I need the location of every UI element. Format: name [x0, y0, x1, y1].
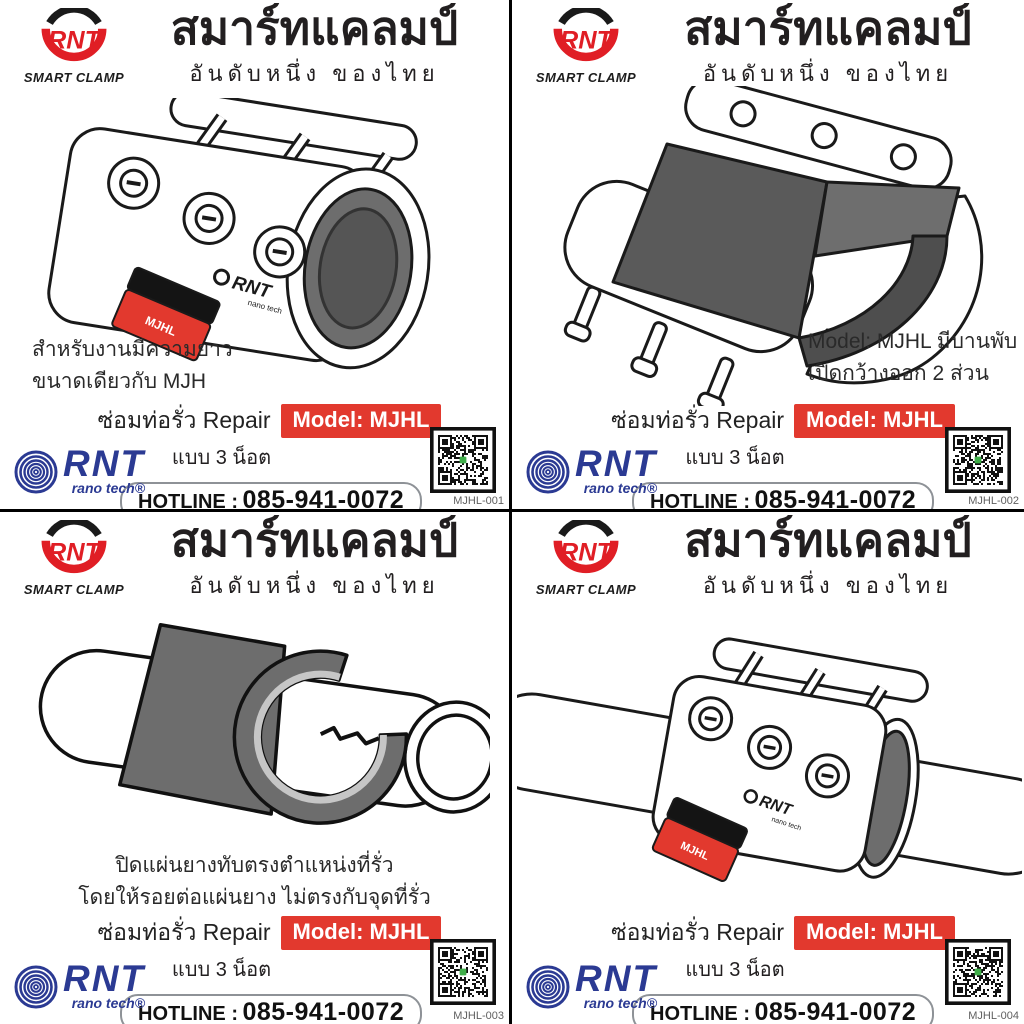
header-title-block: สมาร์ทแคลมป์ อันดับหนึ่ง ของไทย — [640, 2, 1016, 91]
hotline-label: HOTLINE : — [138, 491, 238, 512]
rnt-smart-clamp-logo: RNT SMART CLAMP — [12, 8, 136, 85]
panel-id: MJHL-004 — [968, 1010, 1019, 1022]
rnt-logo-text: RNT — [48, 538, 103, 566]
model-badge: Model: MJHL — [794, 404, 955, 438]
qr-code — [430, 939, 496, 1005]
description-line: โดยให้รอยต่อแผ่นยาง ไม่ตรงกับจุดที่รั่ว — [78, 885, 431, 909]
rnt-logo-icon: RNT — [41, 8, 107, 62]
hotline-pill: HOTLINE : 085-941-0072 — [120, 994, 423, 1024]
bolt-type-label: แบบ 3 น็อต — [685, 447, 785, 469]
nano-brand-text: RNT — [63, 958, 146, 1000]
repair-label: ซ่อมท่อรั่ว Repair — [611, 407, 785, 433]
panel-mjhl-004: RNT SMART CLAMP สมาร์ทแคลมป์ อันดับหนึ่ง… — [512, 512, 1024, 1024]
hotline-pill: HOTLINE : 085-941-0072 — [120, 482, 423, 512]
rnt-logo-text: RNT — [560, 538, 615, 566]
nano-brand-text: RNT — [63, 443, 146, 485]
rnt-nano-tech-logo: RNT rano tech® — [524, 960, 657, 1014]
nano-sub-text: rano tech® — [71, 994, 146, 1011]
panel-id: MJHL-002 — [968, 495, 1019, 507]
hotline-label: HOTLINE : — [650, 1003, 750, 1024]
clamp-on-pipe-illustration: RNT nano tech MJHL — [517, 618, 1022, 958]
header-title-block: สมาร์ทแคลมป์ อันดับหนึ่ง ของไทย — [128, 514, 501, 603]
panel-mjhl-003: RNT SMART CLAMP สมาร์ทแคลมป์ อันดับหนึ่ง… — [0, 512, 512, 1024]
description-line: ปิดแผ่นยางทับตรงตำแหน่งที่รั่ว — [115, 854, 394, 877]
nano-brand-text: RNT — [575, 958, 658, 1000]
brand-tagline: SMART CLAMP — [23, 70, 125, 85]
brand-tagline: SMART CLAMP — [535, 582, 637, 597]
page-subtitle: อันดับหนึ่ง ของไทย — [189, 572, 440, 598]
page-title: สมาร์ทแคลมป์ — [170, 2, 459, 54]
description-line: ขนาดเดียวกับ MJH — [32, 369, 207, 393]
rnt-smart-clamp-logo: RNT SMART CLAMP — [524, 520, 648, 597]
brand-tagline: SMART CLAMP — [23, 582, 125, 597]
model-badge: Model: MJHL — [280, 916, 442, 950]
page-subtitle: อันดับหนึ่ง ของไทย — [702, 572, 954, 598]
panel-id: MJHL-003 — [453, 1010, 504, 1022]
clamp-side-view-illustration: RNT nano tech MJHL — [30, 98, 480, 398]
clamp-model-label: MJHL — [111, 266, 221, 362]
page-title: สมาร์ทแคลมป์ — [684, 2, 972, 54]
description-line: Model: MJHL มีบานพับ — [808, 330, 1018, 353]
bolt-type-label: แบบ 3 น็อต — [685, 959, 785, 981]
panel-mjhl-002: RNT SMART CLAMP สมาร์ทแคลมป์ อันดับหนึ่ง… — [512, 0, 1024, 512]
spiral-icon — [14, 965, 58, 1009]
hotline-label: HOTLINE : — [138, 1003, 238, 1024]
repair-info: ซ่อมท่อรั่ว Repair Model: MJHL แบบ 3 น็อ… — [98, 915, 442, 1024]
clamp-open-illustration — [527, 86, 1007, 406]
spiral-icon — [526, 450, 570, 494]
header-title-block: สมาร์ทแคลมป์ อันดับหนึ่ง ของไทย — [128, 2, 501, 91]
spiral-icon — [14, 450, 58, 494]
rnt-nano-tech-logo: RNT rano tech® — [524, 445, 657, 499]
hotline-number: 085-941-0072 — [754, 998, 917, 1024]
rnt-nano-tech-logo: RNT rano tech® — [12, 445, 145, 499]
page-title: สมาร์ทแคลมป์ — [170, 514, 459, 566]
page-title: สมาร์ทแคลมป์ — [684, 514, 972, 566]
page-subtitle: อันดับหนึ่ง ของไทย — [702, 60, 954, 86]
repair-info: ซ่อมท่อรั่ว Repair Model: MJHL แบบ 3 น็อ… — [611, 915, 955, 1024]
repair-info: ซ่อมท่อรั่ว Repair Model: MJHL แบบ 3 น็อ… — [611, 403, 955, 512]
bolt-type-label: แบบ 3 น็อต — [171, 447, 272, 469]
nano-sub-text: rano tech® — [71, 479, 146, 496]
panel-description: ปิดแผ่นยางทับตรงตำแหน่งที่รั่ว โดยให้รอย… — [0, 850, 509, 913]
nano-sub-text: rano tech® — [583, 479, 658, 496]
panel-description: Model: MJHL มีบานพับ เปิดกว้างออก 2 ส่วน — [808, 326, 1017, 389]
rnt-smart-clamp-logo: RNT SMART CLAMP — [524, 8, 648, 85]
qr-code — [430, 427, 496, 493]
panel-mjhl-001: RNT SMART CLAMP สมาร์ทแคลมป์ อันดับหนึ่ง… — [0, 0, 512, 512]
repair-info: ซ่อมท่อรั่ว Repair Model: MJHL แบบ 3 น็อ… — [98, 403, 442, 512]
rnt-smart-clamp-logo: RNT SMART CLAMP — [12, 520, 136, 597]
rnt-logo-text: RNT — [560, 26, 615, 54]
model-badge: Model: MJHL — [794, 916, 955, 950]
rnt-logo-icon: RNT — [41, 520, 107, 574]
nano-sub-text: rano tech® — [583, 994, 658, 1011]
pipe-rubber-sheet-illustration — [20, 615, 490, 875]
panel-description: สำหรับงานมีความยาว ขนาดเดียวกับ MJH — [32, 334, 233, 397]
spiral-icon — [526, 965, 570, 1009]
repair-label: ซ่อมท่อรั่ว Repair — [97, 407, 271, 433]
hotline-pill: HOTLINE : 085-941-0072 — [632, 482, 935, 512]
hotline-number: 085-941-0072 — [242, 486, 405, 512]
hotline-number: 085-941-0072 — [242, 998, 405, 1024]
qr-code — [945, 427, 1011, 493]
panel-id: MJHL-001 — [453, 495, 504, 507]
header-title-block: สมาร์ทแคลมป์ อันดับหนึ่ง ของไทย — [640, 514, 1016, 603]
bolt-type-label: แบบ 3 น็อต — [171, 959, 272, 981]
rnt-logo-text: RNT — [48, 26, 103, 54]
nano-brand-text: RNT — [575, 443, 658, 485]
brand-tagline: SMART CLAMP — [535, 70, 637, 85]
clamp-model-label: MJHL — [651, 797, 748, 882]
qr-code — [945, 939, 1011, 1005]
model-badge: Model: MJHL — [280, 404, 442, 438]
hotline-pill: HOTLINE : 085-941-0072 — [632, 994, 935, 1024]
description-line: เปิดกว้างออก 2 ส่วน — [808, 361, 989, 385]
rnt-logo-icon: RNT — [553, 520, 619, 574]
page-subtitle: อันดับหนึ่ง ของไทย — [189, 60, 440, 86]
description-line: สำหรับงานมีความยาว — [32, 338, 233, 361]
hotline-label: HOTLINE : — [650, 491, 750, 512]
repair-label: ซ่อมท่อรั่ว Repair — [611, 919, 785, 945]
rnt-nano-tech-logo: RNT rano tech® — [12, 960, 145, 1014]
repair-label: ซ่อมท่อรั่ว Repair — [97, 919, 271, 945]
rnt-logo-icon: RNT — [553, 8, 619, 62]
hotline-number: 085-941-0072 — [754, 486, 917, 512]
